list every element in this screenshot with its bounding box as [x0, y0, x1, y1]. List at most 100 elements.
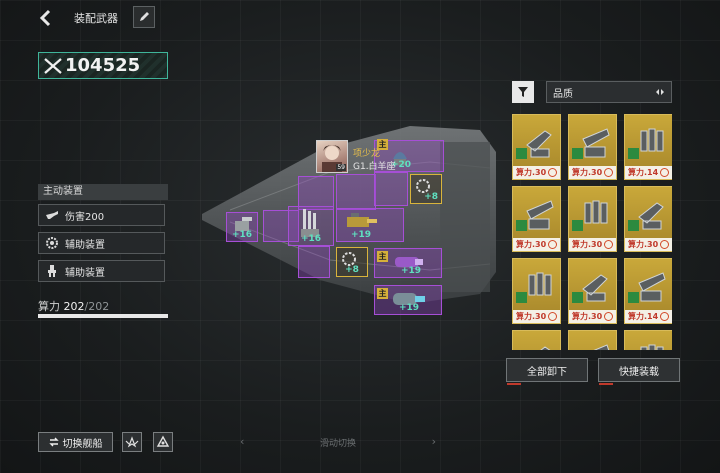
weapon-icon: [540, 346, 551, 350]
equip-item-damage[interactable]: 伤害200: [38, 204, 165, 226]
slot-bonus: +19: [351, 230, 372, 240]
ship-slot[interactable]: +19: [336, 208, 404, 242]
switch-ship-label: 切换舰船: [62, 438, 103, 450]
filter-icon: [518, 87, 528, 97]
multi-barrel-cannon-icon: [301, 209, 319, 237]
pilot-avatar[interactable]: 59: [316, 140, 348, 173]
slot-bonus: +8: [424, 192, 438, 202]
ship-slot[interactable]: 主 +19: [374, 248, 442, 278]
card-power: 算力.30: [513, 238, 560, 251]
cannon-icon: [45, 208, 59, 222]
weapon-card[interactable]: 算力.30: [568, 258, 617, 324]
weapon-card[interactable]: 算力.30: [512, 114, 561, 180]
equip-item-support-2[interactable]: 辅助装置: [38, 260, 165, 282]
compute-current: 202: [63, 300, 85, 313]
formation-button[interactable]: [122, 432, 142, 452]
switch-ship-button[interactable]: 切换舰船: [38, 432, 113, 452]
level-badge: [516, 292, 527, 303]
gold-cannon-icon: [347, 213, 377, 227]
gear-icon: [660, 312, 669, 321]
weapon-card[interactable]: 算力.30: [624, 186, 672, 252]
ship-slot[interactable]: [263, 210, 299, 242]
page-title: 装配武器: [74, 12, 118, 25]
weapon-icon: [638, 272, 666, 302]
weapon-card[interactable]: 算力.30: [568, 186, 617, 252]
level-badge: [628, 220, 639, 231]
weapon-card[interactable]: [624, 330, 672, 350]
level-badge: [572, 292, 583, 303]
wing-emblem-icon: [125, 436, 139, 448]
level-badge: [516, 220, 527, 231]
plasma-cannon-icon: [393, 293, 425, 305]
filter-button[interactable]: [512, 81, 534, 103]
swipe-hint-label: 滑动切换: [319, 439, 356, 449]
ship-slot[interactable]: +16: [226, 212, 258, 242]
weapon-card[interactable]: [512, 330, 561, 350]
weapon-icon: [640, 344, 664, 350]
chevron-left-icon[interactable]: ‹: [240, 435, 245, 448]
ship-slot-gold[interactable]: +8: [336, 247, 368, 277]
gear-icon: [548, 312, 557, 321]
ship-slot[interactable]: [298, 176, 334, 210]
pilot-portrait-icon: [322, 145, 342, 172]
chevron-left-icon: [39, 9, 51, 27]
equip-item-support-1[interactable]: 辅助装置: [38, 232, 165, 254]
chevron-right-icon[interactable]: ›: [431, 435, 436, 448]
back-button[interactable]: [36, 8, 56, 28]
card-power-label: 算力.30: [572, 240, 603, 249]
main-tag: 主: [377, 251, 388, 262]
level-badge: [572, 148, 583, 159]
weapon-icon: [638, 202, 664, 230]
compute-max: /202: [84, 300, 110, 313]
pilot-name: 项少龙: [353, 149, 381, 159]
card-power-label: 算力.30: [572, 168, 603, 177]
swipe-hint: ‹ 滑动切换 ›: [240, 435, 436, 450]
triangle-emblem-icon: [156, 435, 170, 447]
slot-bonus: +16: [300, 234, 322, 244]
card-power-label: 算力.30: [516, 240, 547, 249]
slot-bonus: +8: [345, 265, 359, 275]
unload-all-button[interactable]: 全部卸下: [506, 358, 588, 385]
compute-capacity: 算力 202/202: [38, 298, 109, 314]
card-power-label: 算力.30: [628, 240, 659, 249]
gear-icon: [604, 312, 613, 321]
edit-button[interactable]: [133, 6, 155, 28]
gear-icon: [548, 168, 557, 177]
dome-device-icon: [393, 152, 407, 165]
ship-slot-gold[interactable]: +8: [410, 174, 442, 204]
weapon-card[interactable]: 算力.14: [624, 114, 672, 180]
main-tag: 主: [377, 139, 388, 150]
weapon-icon: [526, 200, 554, 230]
level-badge: [516, 148, 527, 159]
sort-toggle-icon: [656, 89, 664, 95]
quick-equip-button[interactable]: 快捷装载: [598, 358, 680, 385]
weapon-card[interactable]: 算力.30: [512, 258, 561, 324]
turret-icon: [235, 217, 252, 231]
level-badge: [628, 148, 639, 159]
robot-arm-icon: [45, 264, 59, 278]
card-power-label: 算力.14: [628, 168, 659, 177]
weapon-card[interactable]: 算力.30: [568, 114, 617, 180]
gear-icon: [45, 236, 59, 250]
ship-slot[interactable]: 主 +20: [374, 139, 444, 172]
weapon-icon: [640, 128, 664, 152]
main-tag: 主: [377, 288, 388, 299]
weapon-card[interactable]: [568, 330, 617, 350]
weapon-icon: [526, 130, 552, 158]
level-badge: [572, 220, 583, 231]
card-power: 算力.30: [625, 238, 672, 251]
card-power: 算力.30: [569, 310, 616, 323]
combat-power-value: 104525: [65, 55, 141, 76]
ship-slot[interactable]: [298, 246, 330, 278]
ship-slot[interactable]: +16: [288, 206, 334, 246]
weapon-card[interactable]: 算力.14: [624, 258, 672, 324]
weapon-card[interactable]: 算力.30: [512, 186, 561, 252]
weapon-icon: [593, 344, 610, 350]
ship-slot[interactable]: 主 +19: [374, 285, 442, 315]
ship-slot[interactable]: [336, 174, 376, 210]
compute-bar: [38, 314, 168, 318]
ship-slot[interactable]: [374, 172, 408, 206]
fleet-button[interactable]: [153, 432, 173, 452]
sort-select[interactable]: 品质: [546, 81, 672, 103]
weapon-icon: [584, 200, 608, 224]
